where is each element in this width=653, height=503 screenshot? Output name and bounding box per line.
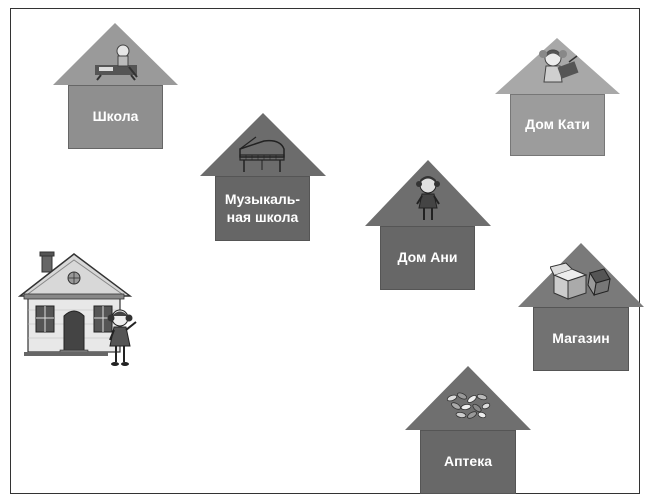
girl-icon (416, 176, 440, 220)
house-ani-home[interactable]: Дом Ани (365, 160, 491, 290)
house-label: Музыкаль- ная школа (215, 176, 310, 241)
student-desk-icon (94, 44, 138, 81)
girl-drawing-icon (538, 49, 579, 83)
piano-icon (239, 136, 285, 172)
house-school[interactable]: Школа (53, 23, 178, 149)
boxes-icon (550, 262, 611, 300)
house-label: Аптека (420, 430, 516, 494)
house-pharmacy[interactable]: Аптека (405, 366, 531, 494)
house-label: Дом Ани (380, 226, 475, 290)
house-music-school[interactable]: Музыкаль- ная школа (200, 113, 326, 241)
house-shop[interactable]: Магазин (518, 243, 644, 371)
house-label: Магазин (533, 307, 629, 371)
cottage-with-girl-icon (18, 251, 137, 366)
house-label: Дом Кати (510, 94, 605, 156)
pills-icon (446, 392, 491, 419)
roof (405, 366, 531, 430)
house-label-text: Музыкаль- ная школа (224, 191, 301, 225)
house-kati-home[interactable]: Дом Кати (495, 38, 620, 156)
house-label: Школа (68, 85, 163, 149)
roof (200, 113, 326, 176)
